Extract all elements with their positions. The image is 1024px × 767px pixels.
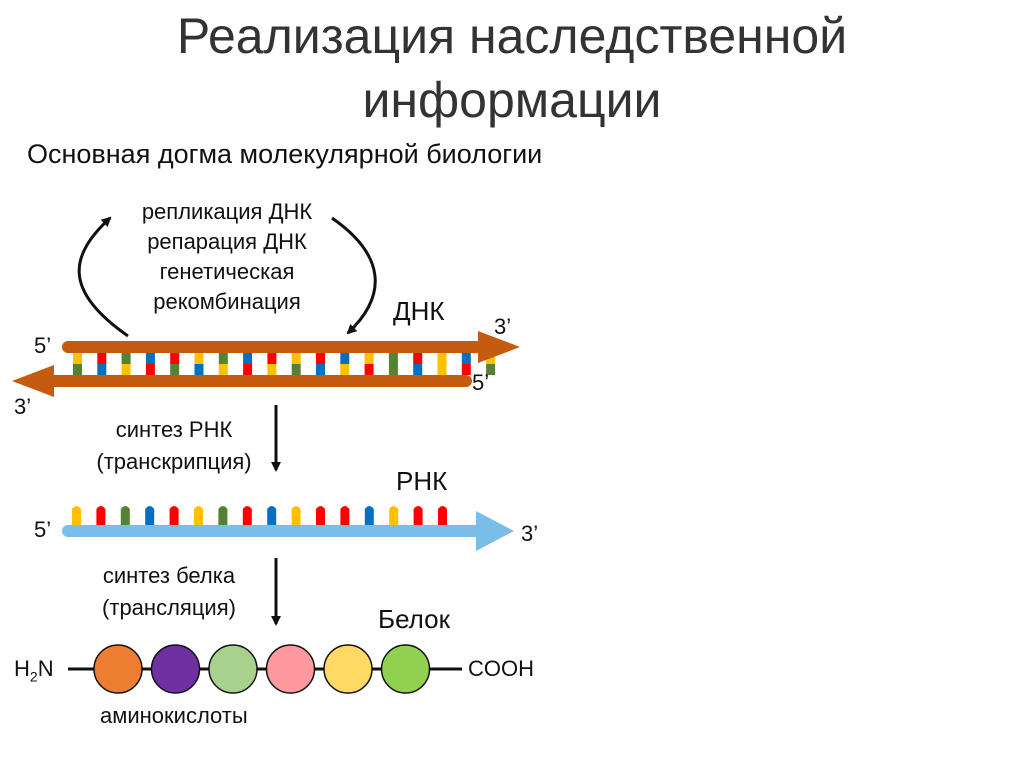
title-line-2: информации	[362, 72, 662, 128]
dna-base-top	[364, 353, 374, 364]
dna-base-bottom	[121, 364, 131, 375]
rna-base	[242, 506, 252, 526]
replication-arrow-up	[77, 216, 129, 338]
rna-base	[389, 506, 399, 526]
dna-base-top	[194, 353, 204, 364]
dna-base-bottom	[316, 364, 325, 375]
n-terminus-h: H	[14, 656, 30, 681]
dna-top-3prime: 3’	[494, 314, 512, 339]
transcription-label: синтез РНК (транскрипция)	[84, 414, 264, 478]
replication-line-3: генетическая	[159, 259, 295, 284]
n-terminus-n: N	[37, 656, 54, 681]
dna-base-top	[316, 353, 325, 364]
dna-base-bottom	[145, 364, 155, 375]
translation-line-2: (трансляция)	[102, 595, 236, 620]
replication-line-4: рекомбинация	[153, 289, 301, 314]
amino-acid	[323, 644, 373, 694]
rna-base	[316, 506, 325, 526]
dna-base-bottom	[340, 364, 350, 375]
amino-acid	[265, 644, 316, 694]
rna-label: РНК	[396, 466, 448, 496]
rna-base	[438, 506, 447, 526]
transcription-line-1: синтез РНК	[115, 417, 233, 442]
dna-base-bottom	[413, 364, 423, 375]
rna-base	[413, 506, 423, 526]
dna-base-top	[97, 353, 107, 364]
dna-base-top	[413, 353, 423, 364]
translation-label: синтез белка (трансляция)	[74, 560, 264, 624]
rna-base	[120, 506, 130, 526]
amino-acid	[380, 644, 431, 694]
dna-base-top	[145, 353, 155, 364]
dna-base-top	[218, 353, 228, 364]
amino-acid	[93, 644, 143, 694]
dna-base-top	[121, 353, 131, 364]
translation-line-1: синтез белка	[102, 563, 236, 588]
dna-bottom-5prime: 5’	[472, 370, 490, 395]
rna-base	[364, 506, 374, 526]
dna-base-bottom	[291, 364, 301, 375]
dna-base-bottom	[97, 364, 107, 375]
replication-line-1: репликация ДНК	[141, 199, 313, 224]
dna-bottom-3prime: 3’	[14, 394, 32, 419]
dna-base-top	[437, 353, 447, 364]
dna-top-5prime: 5’	[34, 333, 52, 358]
n-terminus-sub: 2	[29, 668, 38, 685]
dna-bottom-strand	[12, 365, 472, 397]
n-terminus: H2N	[14, 656, 54, 684]
rna-bases	[72, 506, 447, 526]
c-terminus: COOH	[468, 656, 534, 681]
dna-base-top	[170, 353, 180, 364]
replication-arrow-down	[331, 216, 377, 335]
dna-base-pairs	[73, 353, 496, 375]
rna-base	[169, 506, 179, 526]
rna-5prime: 5’	[34, 517, 52, 542]
dna-base-bottom	[364, 364, 374, 375]
rna-3prime: 3’	[521, 521, 539, 546]
dna-base-top	[73, 353, 82, 364]
dna-base-bottom	[194, 364, 204, 375]
dna-base-top	[340, 353, 350, 364]
dna-base-bottom	[218, 364, 228, 375]
dna-base-bottom	[461, 364, 471, 375]
rna-base	[340, 506, 350, 526]
amino-acid-chain	[93, 644, 431, 694]
dna-base-bottom	[486, 364, 496, 375]
rna-base	[218, 506, 228, 526]
dna-base-top	[267, 353, 277, 364]
rna-base	[267, 506, 277, 526]
transcription-line-2: (транскрипция)	[96, 449, 252, 474]
dna-base-bottom	[388, 364, 398, 375]
amino-acid	[150, 644, 201, 694]
page-title: Реализация наследственной информации	[0, 4, 1024, 132]
replication-line-2: репарация ДНК	[147, 229, 307, 254]
protein-label: Белок	[378, 604, 450, 634]
dna-base-top	[461, 353, 471, 364]
dna-base-bottom	[170, 364, 180, 375]
amino-acid	[208, 644, 258, 694]
replication-label: репликация ДНК репарация ДНК генетическа…	[118, 197, 336, 317]
subtitle: Основная догма молекулярной биологии	[27, 139, 543, 169]
rna-base	[96, 506, 106, 526]
rna-base	[72, 506, 81, 526]
dna-base-bottom	[267, 364, 277, 375]
dna-base-top	[388, 353, 398, 364]
dna-base-top	[243, 353, 253, 364]
dna-base-bottom	[437, 364, 447, 375]
dna-top-strand	[62, 331, 520, 363]
title-line-1: Реализация наследственной	[176, 8, 848, 64]
dna-base-bottom	[243, 364, 253, 375]
dna-base-top	[291, 353, 301, 364]
amino-acids-caption: аминокислоты	[100, 703, 248, 728]
rna-base	[145, 506, 155, 526]
dna-base-top	[486, 353, 496, 364]
rna-base	[194, 506, 203, 526]
rna-strand	[62, 511, 514, 551]
dna-label: ДНК	[393, 296, 445, 326]
dna-base-bottom	[73, 364, 82, 375]
rna-base	[291, 506, 301, 526]
